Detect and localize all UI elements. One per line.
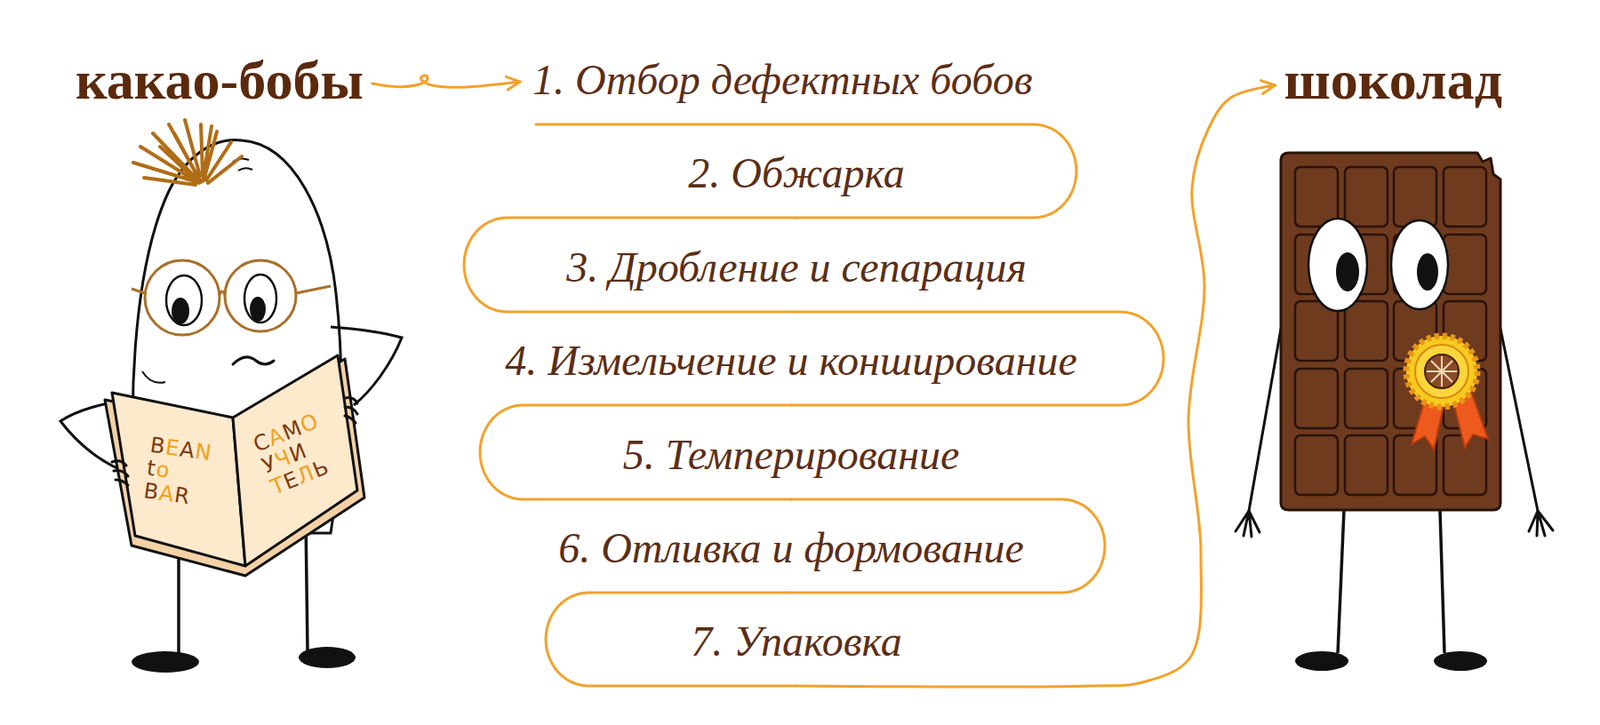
- chocolate-hand: [1235, 511, 1260, 537]
- flow-line: [536, 124, 1077, 218]
- glasses-rim: [144, 260, 220, 336]
- node-text: 7. Упаковка: [690, 618, 903, 665]
- chocolate-pupil: [1416, 253, 1439, 291]
- node-text: 6. Отливка и формование: [558, 525, 1024, 572]
- process-step: 3. Дробление и сепарация: [553, 244, 1040, 312]
- process-step: 6. Отливка и формование: [545, 525, 1037, 593]
- egg-hand: [344, 398, 358, 424]
- process-step: 2. Обжарка: [675, 150, 917, 218]
- chocolate-square: [1295, 435, 1338, 496]
- egg-eye: [244, 274, 277, 323]
- label-letter: R: [172, 482, 192, 510]
- book-page: [112, 392, 246, 567]
- chocolate-square: [1443, 167, 1487, 227]
- chocolate-square: [1295, 167, 1338, 227]
- egg-character: [60, 120, 402, 673]
- node-text: 1. Отбор дефектных бобов: [532, 56, 1033, 104]
- node-text: 3. Дробление и сепарация: [566, 244, 1027, 291]
- egg-foot: [131, 651, 200, 673]
- glasses-rim: [224, 260, 296, 332]
- chocolate-pupil: [1336, 252, 1360, 292]
- process-step: 7. Упаковка: [678, 618, 915, 687]
- egg-pupil: [249, 296, 266, 322]
- chocolate-eye: [1308, 218, 1368, 312]
- chocolate-hand: [1528, 511, 1553, 536]
- egg-cheek: [142, 371, 166, 384]
- chocolate-arm: [1500, 328, 1538, 512]
- egg-eye: [166, 275, 202, 326]
- chocolate-character: [1235, 152, 1553, 672]
- chocolate-square: [1295, 368, 1338, 429]
- node-text: какао-бобы: [75, 49, 364, 111]
- endpoint-title: шоколад: [1274, 49, 1512, 111]
- chocolate-leg: [1337, 510, 1445, 654]
- egg-hair: [133, 120, 242, 185]
- node-text: 4. Измельчение и конширование: [504, 337, 1078, 384]
- egg-mouth: [232, 357, 274, 365]
- chocolate-square: [1344, 368, 1388, 429]
- chocolate-arm: [1248, 328, 1281, 512]
- endpoint-title: какао-бобы: [66, 49, 373, 111]
- book-cover-text: BEAN to BAR: [142, 434, 214, 512]
- node-text: 2. Обжарка: [688, 150, 904, 197]
- cacao-slice: [1424, 354, 1459, 389]
- node-text: шоколад: [1283, 49, 1503, 111]
- chocolate-square: [1344, 167, 1388, 227]
- process-step: 5. Темперирование: [610, 432, 973, 500]
- chocolate-square: [1344, 435, 1388, 496]
- book-cover-text: САМО УЧИ ТЕЛЬ: [250, 410, 340, 501]
- egg-pupil: [171, 297, 190, 325]
- chocolate-foot: [1295, 651, 1349, 672]
- medal-inner: [1415, 344, 1469, 399]
- medal: [1406, 336, 1478, 408]
- chocolate-foot: [1433, 651, 1488, 672]
- chocolate-square: [1443, 234, 1487, 295]
- flow-line: [372, 75, 520, 88]
- glasses-bridge: [131, 286, 331, 296]
- egg-hand: [112, 461, 128, 486]
- process-step: 4. Измельчение и конширование: [492, 337, 1090, 406]
- chocolate-square: [1393, 167, 1437, 227]
- chocolate-eye: [1391, 220, 1448, 310]
- chocolate-bar: [1280, 152, 1501, 511]
- cacao-slice-lines: [1426, 356, 1457, 387]
- label-letter: N: [193, 439, 215, 466]
- chocolate-square: [1344, 301, 1388, 361]
- egg-foot: [298, 647, 356, 669]
- egg-leg: [305, 520, 308, 653]
- chocolate-squares: [1295, 167, 1487, 496]
- process-step: 1. Отбор дефектных бобов: [520, 56, 1046, 125]
- node-text: 5. Темперирование: [623, 432, 960, 479]
- book-page: [232, 355, 358, 567]
